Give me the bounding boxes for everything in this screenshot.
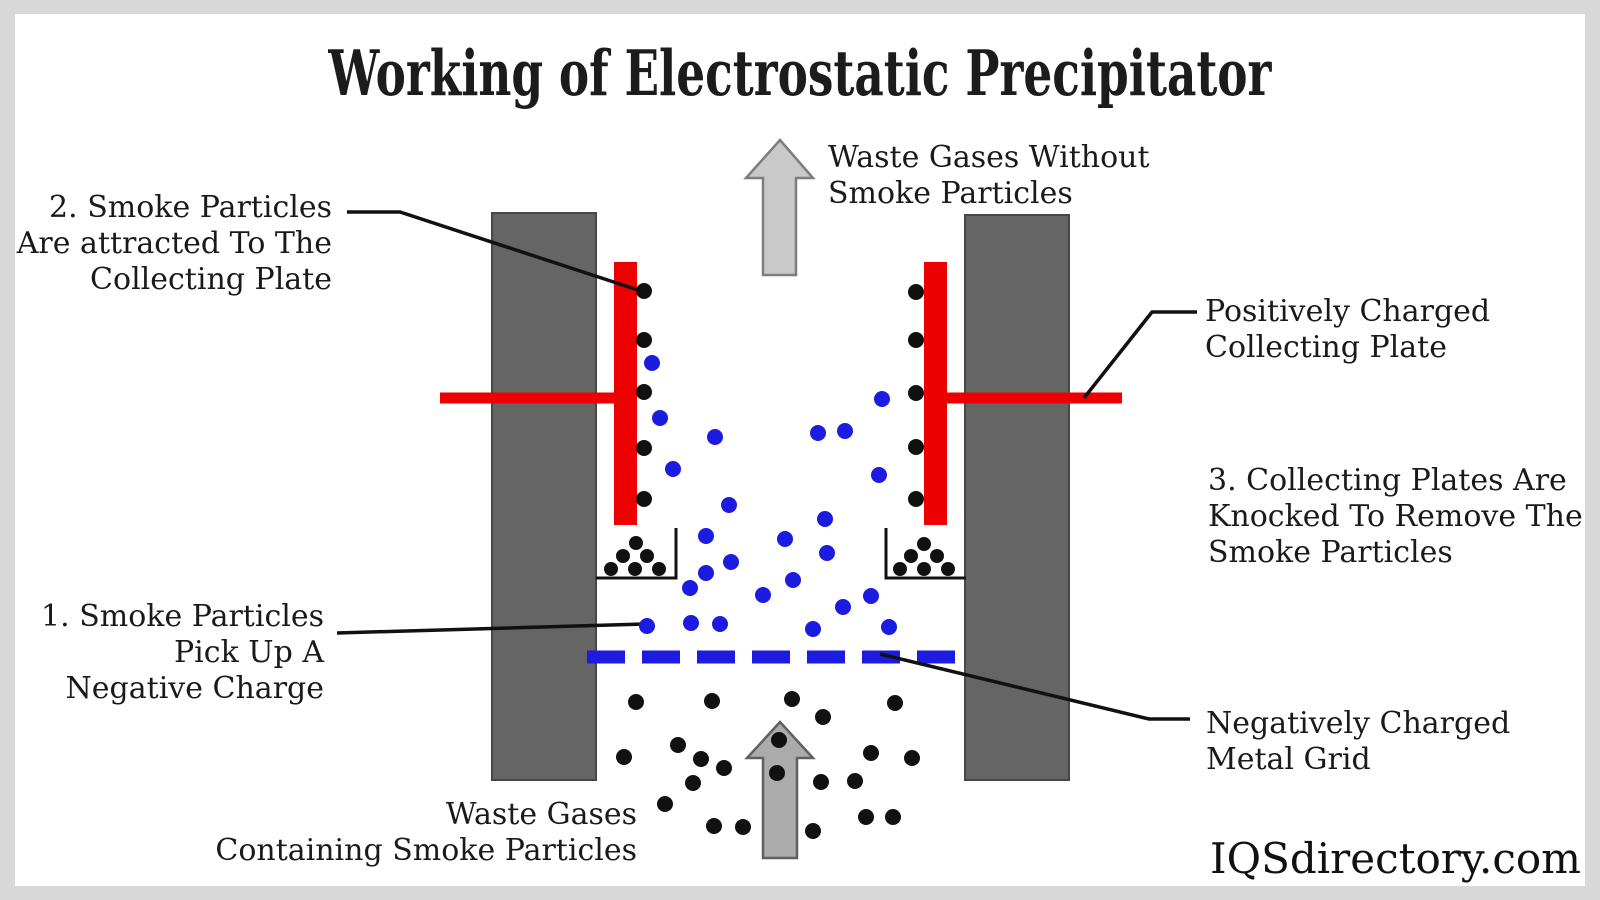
smoke-particle-dot xyxy=(885,809,901,825)
label-waste-gases-in: Waste Gases Containing Smoke Particles xyxy=(215,797,637,868)
label-step2: 2. Smoke Particles Are attracted To The … xyxy=(16,190,332,297)
charged-particle-dot xyxy=(777,531,793,547)
charged-particle-dot xyxy=(817,511,833,527)
collected-pile-dot-left xyxy=(616,549,630,563)
collected-pile-dot-right xyxy=(917,537,931,551)
collected-pile-dot-right xyxy=(917,562,931,576)
smoke-particle-dot xyxy=(771,732,787,748)
charged-particle-dot xyxy=(721,497,737,513)
smoke-particle-dot xyxy=(704,693,720,709)
right-collection-tray xyxy=(884,528,966,580)
collected-smoke-dot-right-plate xyxy=(908,491,924,507)
smoke-particle-dot xyxy=(706,818,722,834)
charged-particle-dot xyxy=(881,619,897,635)
charged-particle-dot xyxy=(785,572,801,588)
charged-particle-dot xyxy=(644,355,660,371)
smoke-particle-dot xyxy=(858,809,874,825)
smoke-particle-dot xyxy=(815,709,831,725)
smoke-particle-dot xyxy=(847,773,863,789)
charged-particle-dot xyxy=(712,616,728,632)
smoke-particle-dot xyxy=(887,695,903,711)
label-positively-charged: Positively Charged Collecting Plate xyxy=(1205,294,1491,365)
charged-particle-dot xyxy=(665,461,681,477)
left-collection-tray xyxy=(596,528,678,580)
charged-particle-dot xyxy=(639,618,655,634)
label-step1: 1. Smoke Particles Pick Up A Negative Ch… xyxy=(41,599,324,706)
particles-layer xyxy=(604,283,955,839)
collected-pile-dot-right xyxy=(893,562,907,576)
smoke-particle-dot xyxy=(670,737,686,753)
collected-pile-dot-left xyxy=(652,562,666,576)
leader-line-step1 xyxy=(336,622,646,635)
collected-smoke-dot-right-plate xyxy=(908,332,924,348)
smoke-particle-dot xyxy=(628,694,644,710)
watermark: IQSdirectory.com xyxy=(1210,834,1581,883)
charged-particle-dot xyxy=(874,391,890,407)
smoke-particle-dot xyxy=(769,765,785,781)
smoke-particle-dot xyxy=(616,749,632,765)
diagram-canvas xyxy=(15,14,1585,886)
smoke-particle-dot xyxy=(904,750,920,766)
collected-pile-dot-left xyxy=(604,562,618,576)
charged-particle-dot xyxy=(810,425,826,441)
right-collecting-plate xyxy=(924,262,947,525)
label-negatively-charged: Negatively Charged Metal Grid xyxy=(1206,706,1511,777)
charged-particle-dot xyxy=(837,423,853,439)
collected-pile-dot-left xyxy=(629,536,643,550)
collected-smoke-dot-right-plate xyxy=(908,284,924,300)
page-title-text: Working of Electrostatic Precipitator xyxy=(328,36,1272,110)
collected-smoke-dot-left-plate xyxy=(636,283,652,299)
collected-pile-dot-left xyxy=(628,562,642,576)
charged-particle-dot xyxy=(805,621,821,637)
collected-pile-dot-right xyxy=(930,549,944,563)
smoke-particle-dot xyxy=(693,751,709,767)
smoke-particle-dot xyxy=(805,823,821,839)
charged-particle-dot xyxy=(835,599,851,615)
charged-particle-dot xyxy=(871,467,887,483)
charged-particle-dot xyxy=(652,410,668,426)
waste-gas-in-arrow xyxy=(744,720,816,860)
smoke-particle-dot xyxy=(657,796,673,812)
charged-particle-dot xyxy=(863,588,879,604)
charged-particle-dot xyxy=(698,565,714,581)
collected-smoke-dot-left-plate xyxy=(636,384,652,400)
smoke-particle-dot xyxy=(784,691,800,707)
charged-particle-dot xyxy=(683,615,699,631)
collected-smoke-dot-right-plate xyxy=(908,439,924,455)
leader-line-step2 xyxy=(347,210,639,292)
label-step3: 3. Collecting Plates Are Knocked To Remo… xyxy=(1208,463,1583,570)
collected-pile-dot-right xyxy=(904,549,918,563)
charged-particle-dot xyxy=(698,528,714,544)
left-collecting-plate xyxy=(614,262,637,525)
collected-smoke-dot-right-plate xyxy=(908,385,924,401)
smoke-particle-dot xyxy=(813,774,829,790)
collected-smoke-dot-left-plate xyxy=(636,440,652,456)
charged-particle-dot xyxy=(755,587,771,603)
collected-pile-dot-right xyxy=(941,562,955,576)
smoke-particle-dot xyxy=(685,775,701,791)
charged-particle-dot xyxy=(707,429,723,445)
label-waste-gases-out: Waste Gases Without Smoke Particles xyxy=(828,140,1150,211)
page-title: Working of Electrostatic Precipitator xyxy=(0,36,1600,110)
collected-pile-dot-left xyxy=(640,549,654,563)
waste-gas-out-arrow xyxy=(743,138,816,277)
smoke-particle-dot xyxy=(863,745,879,761)
charged-particle-dot xyxy=(723,554,739,570)
leader-line-positively-charged xyxy=(1082,310,1197,400)
charged-particle-dot xyxy=(819,545,835,561)
charged-particle-dot xyxy=(682,580,698,596)
smoke-particle-dot xyxy=(735,819,751,835)
leader-line-negatively-charged xyxy=(879,652,1190,721)
smoke-particle-dot xyxy=(716,760,732,776)
left-wall xyxy=(491,212,597,781)
collected-smoke-dot-left-plate xyxy=(636,491,652,507)
collected-smoke-dot-left-plate xyxy=(636,332,652,348)
